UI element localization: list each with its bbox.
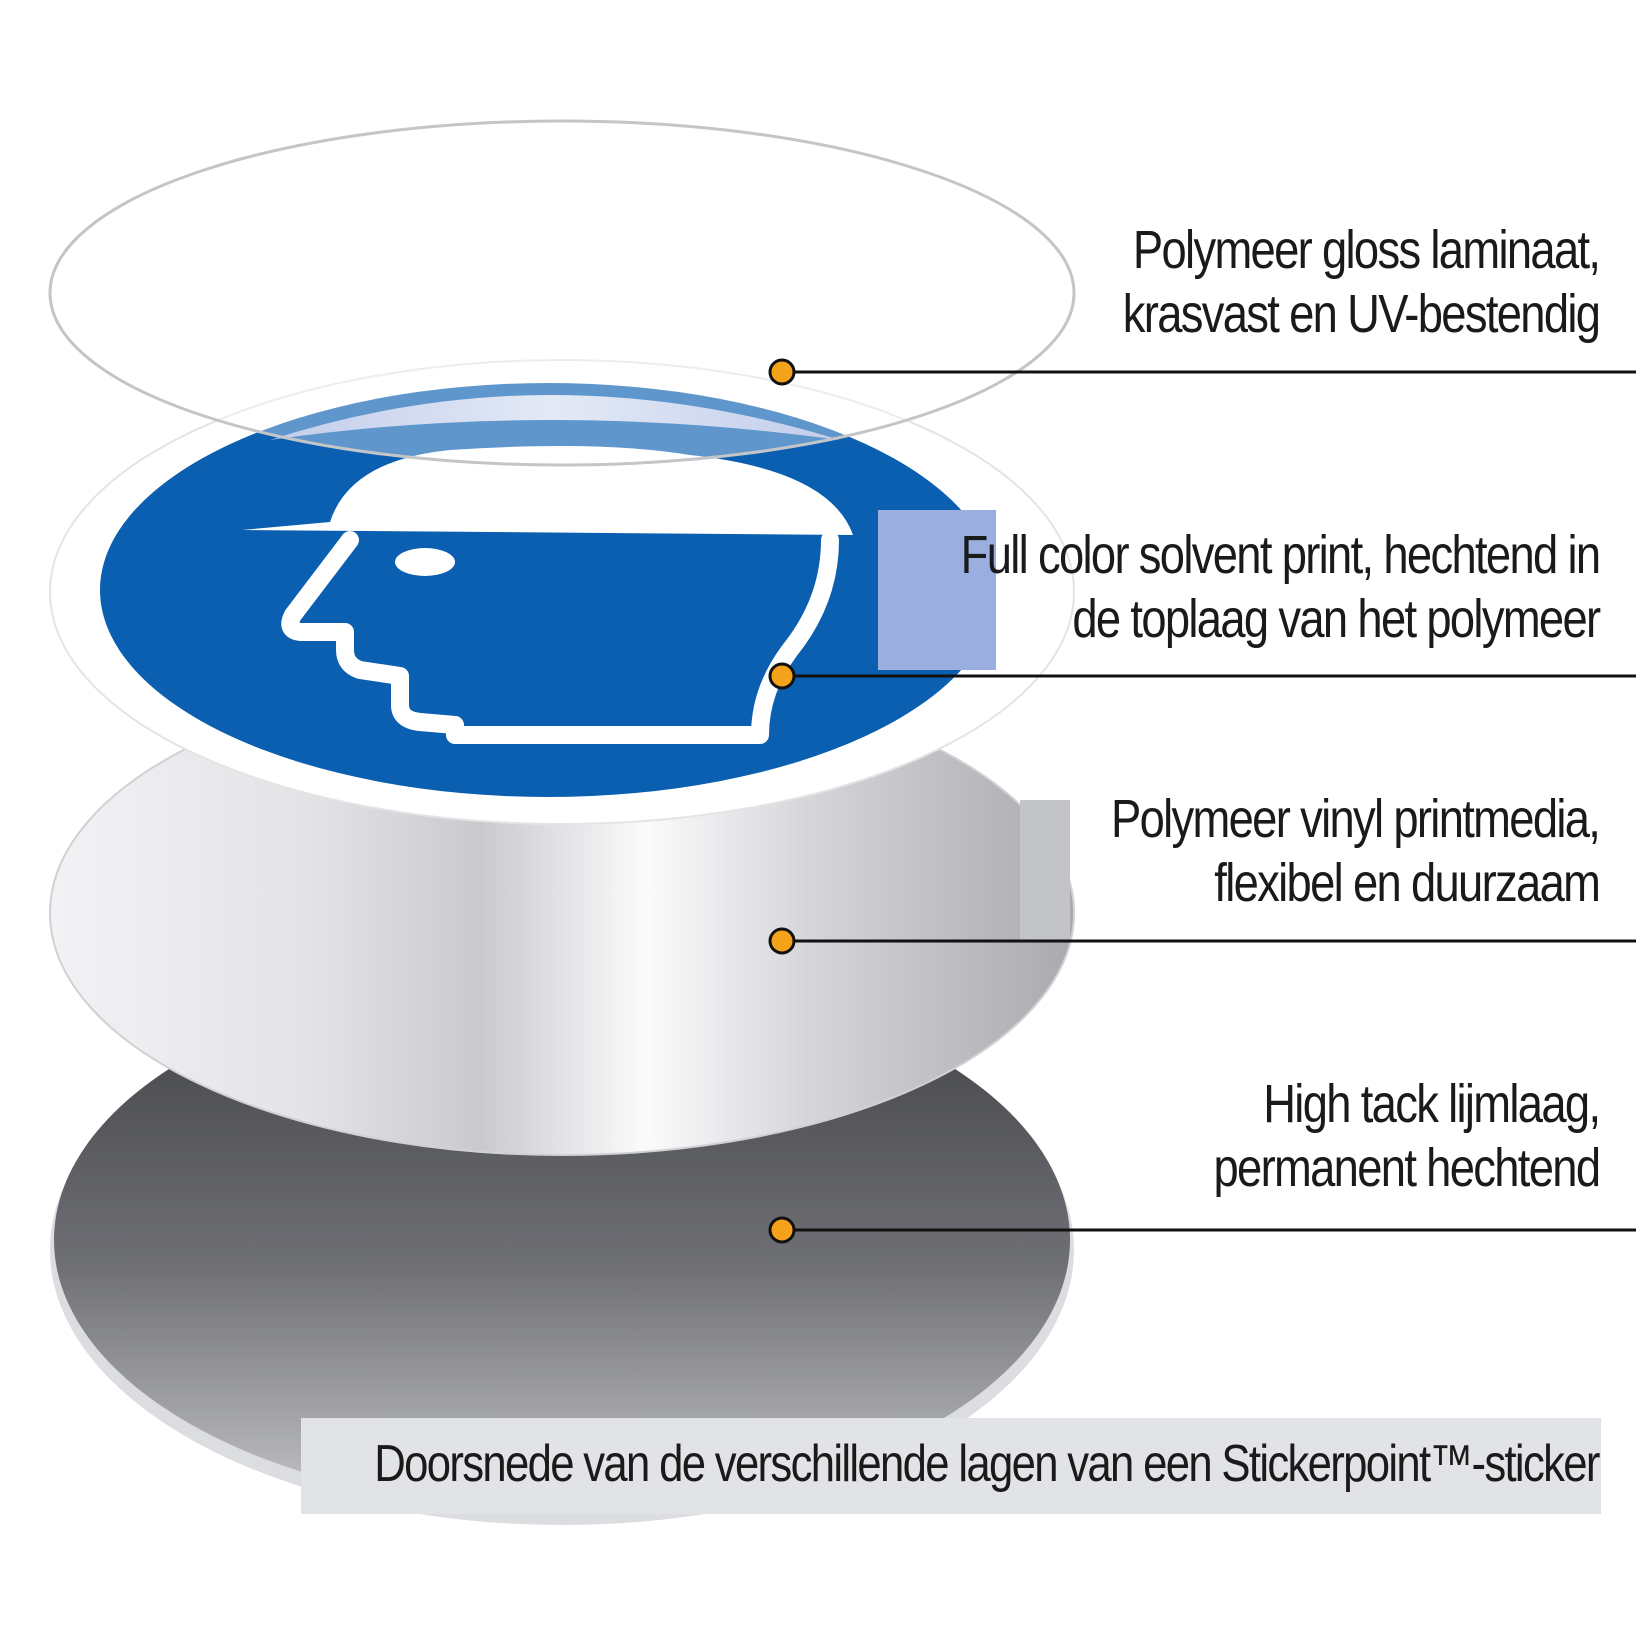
label-laminate: Polymeer gloss laminaat, krasvast en UV-…: [1122, 218, 1601, 346]
callout-vinyl: [768, 927, 1636, 955]
label-vinyl-line-2: flexibel en duurzaam: [1214, 853, 1601, 913]
head-outline: [281, 531, 839, 744]
callout-dot-vinyl: [768, 927, 796, 955]
label-laminate-line-1: Polymeer gloss laminaat,: [1132, 220, 1601, 280]
callout-dot-adhesive: [768, 1216, 796, 1244]
callout-dot-print: [768, 662, 796, 690]
label-adhesive: High tack lijmlaag, permanent hechtend: [1213, 1072, 1601, 1200]
hard-hat-head-icon: [242, 446, 853, 576]
label-print-line-1: Full color solvent print, hechtend in: [960, 525, 1600, 585]
print-layer: [49, 359, 1075, 825]
label-adhesive-line-2: permanent hechtend: [1213, 1138, 1601, 1198]
caption-background: [301, 1418, 1601, 1514]
label-print: Full color solvent print, hechtend in de…: [960, 523, 1601, 651]
label-vinyl: Polymeer vinyl printmedia, flexibel en d…: [1110, 787, 1601, 915]
label-vinyl-line-1: Polymeer vinyl printmedia,: [1110, 789, 1601, 849]
caption: Doorsnede van de verschillende lagen van…: [374, 1435, 1600, 1493]
label-laminate-line-2: krasvast en UV-bestendig: [1122, 284, 1600, 344]
laminate-layer: [48, 119, 1076, 467]
label-print-line-2: de toplaag van het polymeer: [1071, 589, 1601, 649]
callout-adhesive: [768, 1216, 1636, 1244]
callout-print: [768, 662, 1636, 690]
callout-dot-laminate: [768, 358, 796, 386]
label-adhesive-line-1: High tack lijmlaag,: [1262, 1074, 1601, 1134]
callout-laminate: [768, 358, 1636, 386]
